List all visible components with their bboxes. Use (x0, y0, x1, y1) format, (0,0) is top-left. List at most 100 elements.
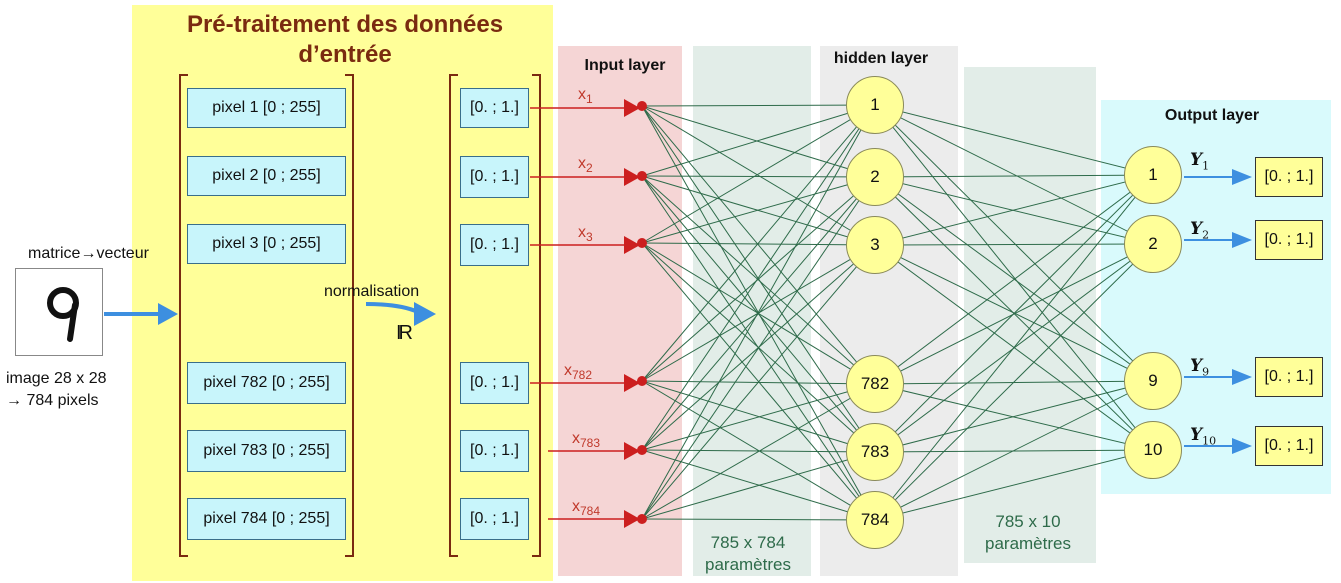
output-node: 2 (1124, 215, 1182, 273)
pixel-box: pixel 2 [0 ; 255] (187, 156, 346, 196)
real-set-symbol: IR (396, 322, 413, 344)
connection-line (874, 174, 1154, 385)
input-arrow-head (624, 236, 640, 254)
connection-line (641, 175, 876, 178)
weights2-line2: paramètres (985, 534, 1071, 553)
preprocessing-title-line1: Pré-traitement des données (186, 11, 504, 38)
input-label: x2 (578, 155, 593, 176)
hidden-node: 3 (846, 216, 904, 274)
hidden-node: 783 (846, 423, 904, 481)
connection-line (874, 104, 1154, 382)
normalized-box: [0. ; 1.] (460, 224, 529, 266)
pixel-bracket-left (179, 74, 188, 557)
connection-line (874, 449, 1154, 521)
hidden-node: 784 (846, 491, 904, 549)
pixel-box: pixel 3 [0 ; 255] (187, 224, 346, 264)
input-arrow-head (624, 442, 640, 460)
connection-line (874, 380, 1154, 453)
output-node: 9 (1124, 352, 1182, 410)
hidden-node: 1 (846, 76, 904, 134)
connection-line (641, 383, 876, 520)
connection-line (641, 104, 876, 520)
connection-line (641, 176, 876, 451)
connection-line (641, 105, 876, 246)
pixel-box: pixel 1 [0 ; 255] (187, 88, 346, 128)
connection-line (874, 104, 1154, 245)
input-arrow-head (624, 510, 640, 528)
connection-line (641, 104, 876, 244)
digit-image (15, 268, 103, 356)
connection-line (641, 175, 876, 385)
weights2-panel (964, 67, 1096, 563)
normalized-box: [0. ; 1.] (460, 498, 529, 540)
normalized-box: [0. ; 1.] (460, 156, 529, 198)
hidden-layer-title: hidden layer (833, 50, 929, 67)
output-arrow-head (1232, 369, 1252, 385)
connection-line (641, 176, 876, 244)
output-value-box: [0. ; 1.] (1255, 426, 1323, 466)
preprocessing-title: Pré-traitement des données d’entrée (135, 10, 555, 70)
connection-line (874, 104, 1154, 451)
weights2-label: 785 x 10 paramètres (964, 511, 1092, 555)
weights1-line2: paramètres (705, 555, 791, 574)
connection-line (874, 174, 1154, 453)
output-arrow-head (1232, 438, 1252, 454)
connection-line (641, 244, 876, 520)
input-arrow-head (624, 374, 640, 392)
hidden-node: 782 (846, 355, 904, 413)
connection-line (641, 176, 876, 520)
output-node: 1 (1124, 146, 1182, 204)
normalized-box: [0. ; 1.] (460, 430, 529, 472)
connection-line (641, 104, 876, 382)
input-neuron-dot (637, 238, 647, 248)
connection-line (641, 451, 876, 520)
output-label: Y1 (1190, 150, 1210, 173)
normalisation-label: normalisation (324, 283, 420, 300)
output-label: Y2 (1190, 219, 1210, 242)
input-label: x784 (572, 498, 601, 519)
input-neuron-dot (637, 445, 647, 455)
input-label: x3 (578, 224, 593, 245)
flow-arrow-head (158, 303, 178, 325)
digit-glyph (47, 287, 79, 342)
weights1-line1: 785 x 784 (710, 533, 786, 552)
connection-line (874, 174, 1154, 178)
connection-line (874, 243, 1154, 521)
output-node: 10 (1124, 421, 1182, 479)
input-label: x783 (572, 430, 601, 451)
input-neuron-dot (637, 376, 647, 386)
normalized-box: [0. ; 1.] (460, 362, 529, 404)
pixel-box: pixel 782 [0 ; 255] (187, 362, 346, 404)
weights1-label: 785 x 784 paramètres (693, 532, 803, 576)
input-label: x1 (578, 86, 593, 107)
connection-line (874, 243, 1154, 246)
normalized-box: [0. ; 1.] (460, 88, 529, 128)
normalized-bracket-right (532, 74, 541, 557)
output-label: Y10 (1190, 425, 1217, 448)
connection-line (874, 174, 1154, 521)
connection-line (641, 383, 876, 451)
pixel-box: pixel 783 [0 ; 255] (187, 430, 346, 472)
input-arrow-head (624, 99, 640, 117)
output-arrow-head (1232, 169, 1252, 185)
input-neuron-dot (637, 514, 647, 524)
hidden-node: 2 (846, 148, 904, 206)
input-neuron-dot (637, 101, 647, 111)
output-arrow-head (1232, 232, 1252, 248)
connection-line (874, 380, 1154, 521)
matrix-vector-label: matrice→vecteur (28, 245, 149, 262)
input-layer-title: Input layer (584, 57, 666, 74)
normalized-bracket-left (449, 74, 458, 557)
output-label: Y9 (1190, 356, 1210, 379)
input-neuron-dot (637, 171, 647, 181)
output-value-box: [0. ; 1.] (1255, 157, 1323, 197)
pixel-bracket-right (345, 74, 354, 557)
connection-line (641, 518, 876, 521)
output-layer-title: Output layer (1164, 107, 1260, 124)
normalisation-arrow-line (365, 302, 419, 314)
image-caption-line2: → 784 pixels (6, 392, 99, 409)
pixel-box: pixel 784 [0 ; 255] (187, 498, 346, 540)
connection-line (641, 104, 876, 107)
connection-line (874, 104, 1154, 176)
